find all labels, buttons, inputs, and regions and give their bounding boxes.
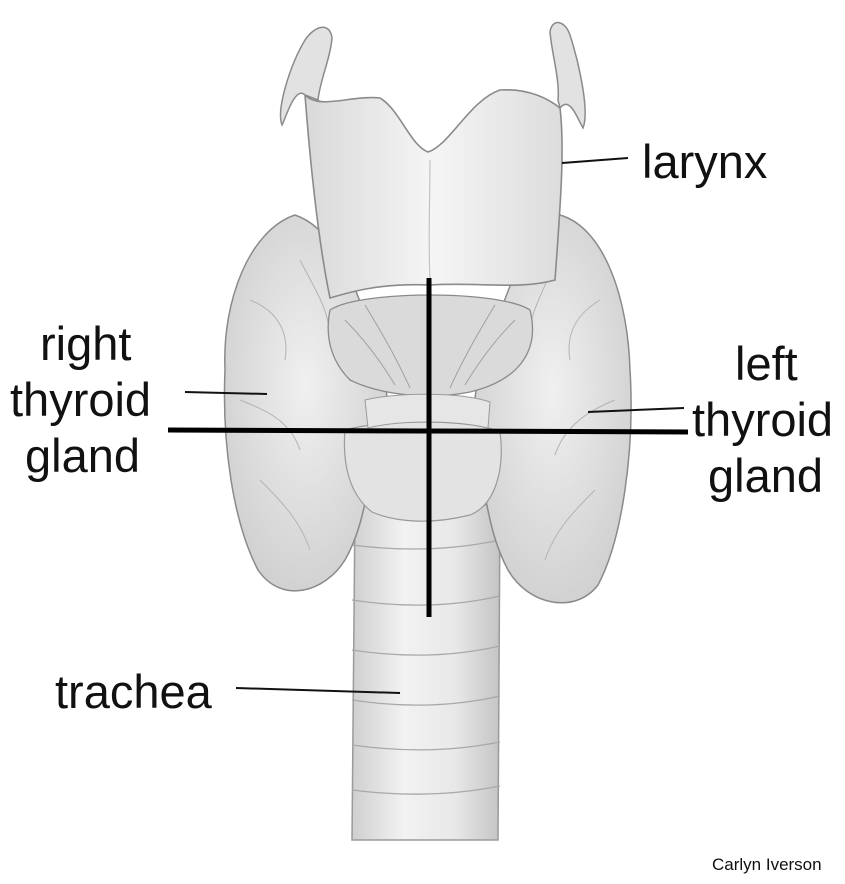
- label-right-thyroid-line3: gland: [25, 432, 140, 479]
- label-right-thyroid-line2: thyroid: [10, 376, 151, 423]
- label-left-thyroid-line3: gland: [708, 452, 823, 499]
- label-left-thyroid-line1: left: [735, 340, 798, 387]
- larynx-shape: [281, 23, 586, 298]
- label-left-thyroid-line2: thyroid: [692, 396, 833, 443]
- trachea-shape: [352, 505, 500, 840]
- label-right-thyroid-line1: right: [40, 320, 131, 367]
- label-trachea: trachea: [55, 668, 212, 715]
- larynx-leader-line: [562, 158, 628, 163]
- crosshair-horizontal-line: [168, 430, 688, 432]
- illustrator-credit: Carlyn Iverson: [712, 856, 822, 873]
- isthmus-shape: [344, 422, 501, 521]
- label-larynx: larynx: [642, 138, 767, 185]
